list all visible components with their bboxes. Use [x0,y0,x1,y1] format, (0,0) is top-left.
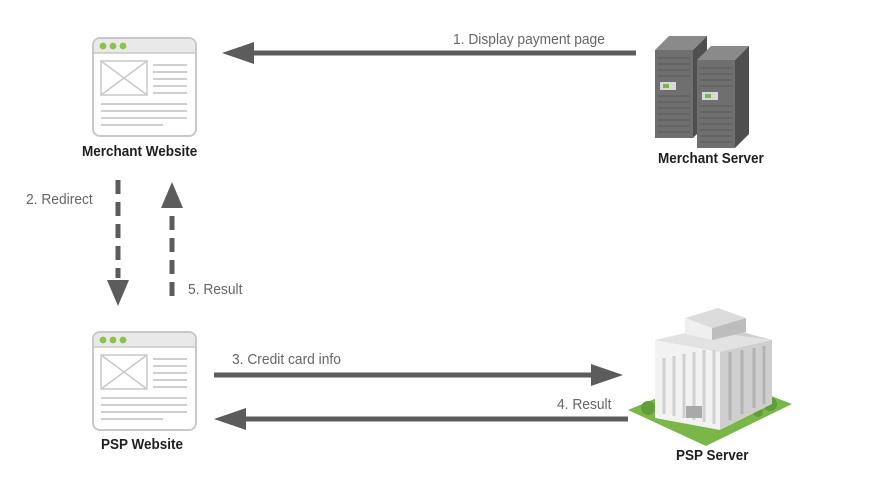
merchant-server-icon [654,35,750,149]
arrow-credit-card-info [214,364,623,386]
arrow-redirect [107,180,129,306]
merchant-website-browser-icon [92,37,197,137]
step-2-label: 2. Redirect [26,191,93,208]
psp-server-building-icon [628,308,792,446]
psp-server-label: PSP Server [676,447,749,464]
arrow-result-back [161,182,183,296]
step-4-label: 4. Result [557,396,612,413]
step-3-label: 3. Credit card info [232,351,341,368]
psp-website-browser-icon [92,331,197,431]
merchant-server-label: Merchant Server [658,150,764,167]
arrow-psp-result [214,408,628,430]
step-1-label: 1. Display payment page [453,31,605,48]
step-5-label: 5. Result [188,281,243,298]
psp-website-label: PSP Website [101,436,184,453]
merchant-website-label: Merchant Website [82,143,198,160]
arrow-display-payment-page [222,42,636,64]
